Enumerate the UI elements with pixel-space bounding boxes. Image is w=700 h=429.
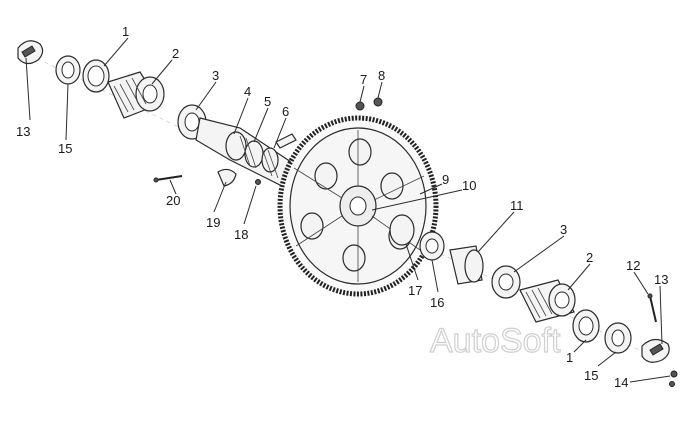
callout-label: 14: [614, 375, 628, 390]
callout-label: 15: [58, 141, 72, 156]
large-gear-part: [277, 115, 439, 297]
callout-label: 3: [212, 68, 219, 83]
callout-label: 11: [510, 198, 524, 213]
right-spacer-part: [491, 265, 521, 299]
callout-label: 4: [244, 84, 251, 99]
callout-label: 19: [206, 215, 220, 230]
right-ring-part: [572, 309, 600, 343]
right-bushing-part: [449, 245, 484, 285]
callout-label: 17: [408, 283, 422, 298]
callout-label: 20: [166, 193, 180, 208]
right-sleeve-part: [389, 214, 445, 261]
callout-label: 12: [626, 258, 640, 273]
callout-label: 3: [560, 222, 567, 237]
callouts: 1 2 3 4 5 6 7 8 9 10 11 3 2 12 13 1 15: [16, 24, 671, 390]
callout-label: 6: [282, 104, 289, 119]
callout-label: 1: [122, 24, 129, 39]
key-part: [275, 133, 297, 149]
right-clip-part: [641, 338, 670, 363]
shaft-part: [195, 117, 301, 191]
left-washer-part: [55, 55, 81, 85]
left-clip-part: [17, 40, 44, 65]
pin-part: [153, 175, 183, 183]
callout-label: 16: [430, 295, 444, 310]
right-bearing-part: [519, 279, 576, 323]
bolt-part: [647, 293, 657, 323]
callout-label: 8: [378, 68, 385, 83]
callout-label: 13: [654, 272, 668, 287]
callout-label: 2: [586, 250, 593, 265]
callout-label: 2: [172, 46, 179, 61]
right-washer-part: [604, 322, 632, 354]
left-bearing-part: [107, 71, 165, 119]
callout-label: 15: [584, 368, 598, 383]
left-ring-part: [82, 59, 110, 93]
callout-label: 7: [360, 72, 367, 87]
callout-label: 9: [442, 172, 449, 187]
callout-label: 1: [566, 350, 573, 365]
callout-label: 18: [234, 227, 248, 242]
callout-label: 10: [462, 178, 476, 193]
top-small-parts: [355, 97, 383, 111]
callout-label: 5: [264, 94, 271, 109]
lower-clip-part: [217, 168, 261, 187]
callout-label: 13: [16, 124, 30, 139]
nut-part: [669, 370, 678, 387]
watermark: AutoSoft: [430, 322, 561, 360]
